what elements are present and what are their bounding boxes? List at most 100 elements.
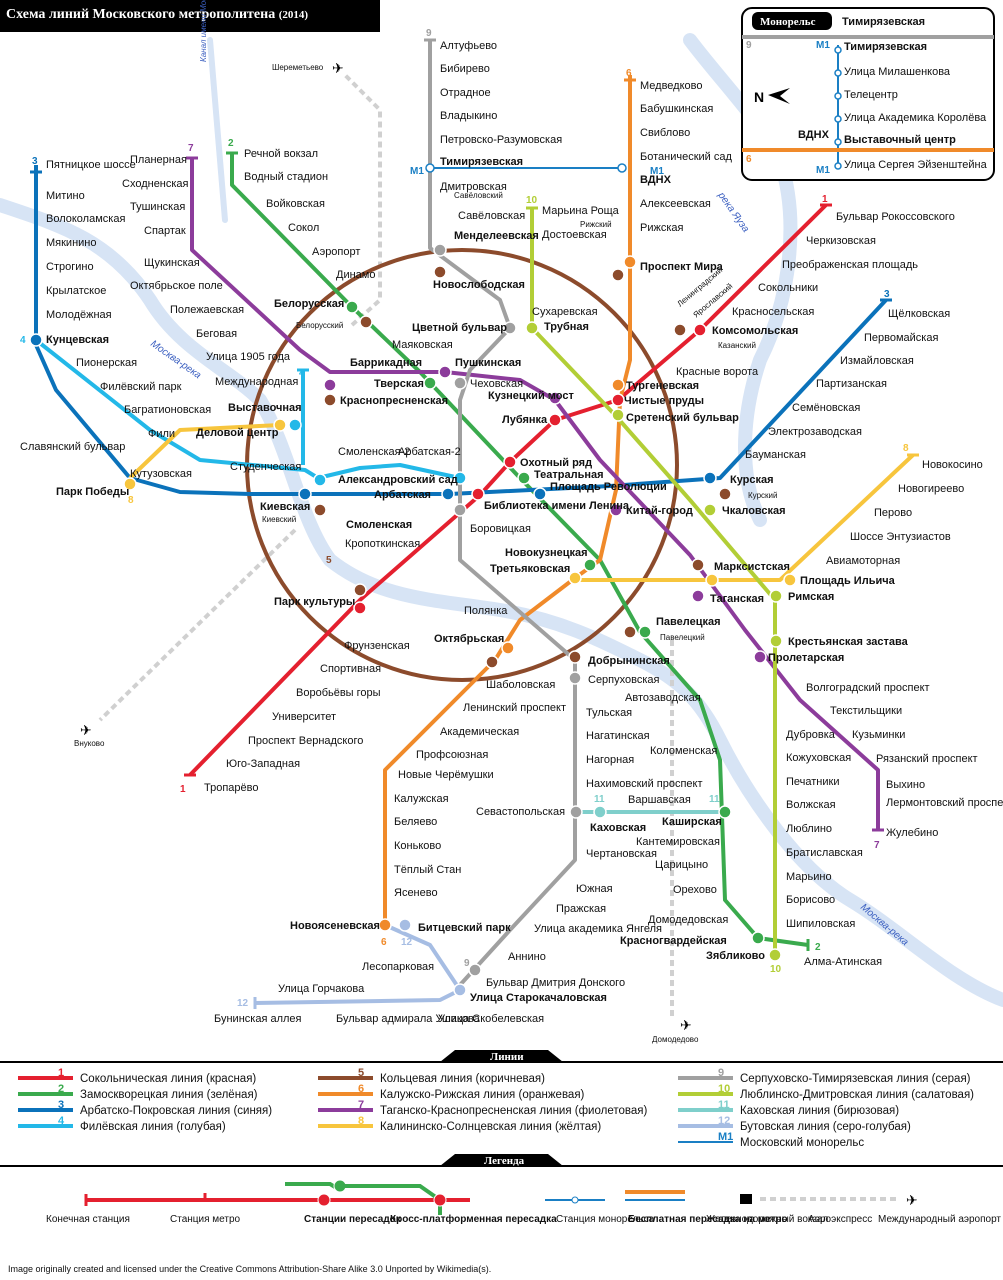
line-3-num-e: 3 xyxy=(884,289,890,300)
node-oktyabrskaya xyxy=(501,641,515,655)
station-label: Перово xyxy=(874,507,912,519)
station-label: Автозаводская xyxy=(625,692,701,704)
node-kievskaya-5 xyxy=(313,503,327,517)
station-label: Водный стадион xyxy=(244,171,328,183)
airport-label: Домодедово xyxy=(652,1035,699,1044)
legend-cross-text: Кросс-платформенная пересадка xyxy=(390,1213,557,1225)
station-label: Черкизовская xyxy=(806,235,876,247)
station-label: Люблино xyxy=(786,823,832,835)
legend-line-num: 11 xyxy=(718,1099,730,1111)
line-11-num-w: 11 xyxy=(594,794,605,805)
station-label: Чеховская xyxy=(470,378,523,390)
airplane-icon: ✈ xyxy=(906,1192,918,1208)
line-5-num: 5 xyxy=(326,555,332,566)
line-1-num-s: 1 xyxy=(180,784,186,795)
station-label: Фрунзенская xyxy=(344,640,410,652)
line-6-num-s: 6 xyxy=(381,937,387,948)
map-title-text: Схема линий Московского метрополитена xyxy=(6,7,276,22)
station-label: Бульвар адмирала Ушакова xyxy=(336,1013,481,1025)
monorail-dot xyxy=(834,138,842,146)
monorail-dot xyxy=(834,92,842,100)
station-label: Лубянка xyxy=(502,414,548,426)
title-bar: Схема линий Московского метрополитена (2… xyxy=(0,0,380,32)
station-label: Сокольники xyxy=(758,282,818,294)
station-label: Новоясеневская xyxy=(290,920,380,932)
node-oktyabrskaya-ring xyxy=(485,655,499,669)
station-label: Севастопольская xyxy=(476,806,565,818)
station-label: Нагорная xyxy=(586,754,634,766)
monorail-m1-num-bottom: M1 xyxy=(816,165,830,176)
station-label: Студенческая xyxy=(230,461,301,473)
station-label: Царицыно xyxy=(655,859,708,871)
station-label: Коломенская xyxy=(650,745,717,757)
legend-transfer-text: Станции пересадок xyxy=(304,1214,402,1225)
legend-transfer-node-red xyxy=(317,1193,331,1207)
node-ploshchad-revolyutsii xyxy=(533,487,547,501)
station-label: Зябликово xyxy=(706,950,765,962)
station-label: Парк культуры xyxy=(274,596,355,608)
node-kurskaya-ring xyxy=(718,487,732,501)
node-arbatskaya xyxy=(441,487,455,501)
station-label: Кузьминки xyxy=(852,729,905,741)
line-9 xyxy=(428,40,577,987)
station-label: Юго-Западная xyxy=(226,758,300,770)
line-4-num-n: 4 xyxy=(299,368,305,379)
monorail-dot xyxy=(834,46,842,54)
node-marksistskaya xyxy=(705,573,719,587)
line-10-num-n: 10 xyxy=(526,195,538,206)
symbols-legend: Легенда Конечная станция Станция метро С… xyxy=(0,1154,1003,1225)
node-kievskaya-4 xyxy=(313,473,327,487)
station-label: Первомайская xyxy=(864,332,938,344)
station-label: Шаболовская xyxy=(486,679,555,691)
station-label: Фили xyxy=(148,428,175,440)
station-label: Охотный ряд xyxy=(520,457,592,469)
monorail-station: Улица Сергея Эйзенштейна xyxy=(844,159,988,171)
node-sevastopolskaya xyxy=(569,805,583,819)
station-label: Университет xyxy=(272,711,336,723)
station-label: Ботанический сад xyxy=(640,151,732,163)
node-novoslobodskaya xyxy=(433,265,447,279)
node-pushkinskaya xyxy=(438,365,452,379)
legend-line-num: 1 xyxy=(58,1067,64,1079)
m1-num-w: M1 xyxy=(410,166,424,177)
station-label: Пионерская xyxy=(76,357,137,369)
node-barrikadnaya xyxy=(323,378,337,392)
station-label: Пушкинская xyxy=(455,357,521,369)
monorail-dot xyxy=(834,162,842,170)
station-label: Чертановская xyxy=(586,848,657,860)
station-label: Курская xyxy=(730,474,774,486)
symbols-legend-header: Легенда xyxy=(484,1155,525,1167)
station-label: Славянский бульвар xyxy=(20,441,125,453)
legend-line-num: 12 xyxy=(718,1115,730,1127)
yauza-river-label: река Яуза xyxy=(715,190,751,235)
station-label: Бибирево xyxy=(440,63,490,75)
monorail-station: Улица Академика Королёва xyxy=(844,112,987,124)
station-label: Алексеевская xyxy=(640,198,711,210)
station-label: Сокол xyxy=(288,222,319,234)
lines-legend-tab xyxy=(440,1050,563,1062)
station-label: Новые Черёмушки xyxy=(398,769,494,781)
lines-legend: Линии xyxy=(0,1050,1003,1063)
line-10-num-s: 10 xyxy=(770,964,782,975)
station-label: Профсоюзная xyxy=(416,749,488,761)
station-label: Волоколамская xyxy=(46,213,125,225)
station-label: Спартак xyxy=(144,225,186,237)
station-label: Кутузовская xyxy=(130,468,192,480)
symbols-legend-tab xyxy=(440,1154,563,1166)
legend-line-num: M1 xyxy=(718,1131,733,1143)
station-label: Электрозаводская xyxy=(768,426,862,438)
station-label: Бульвар Рокоссовского xyxy=(836,211,955,223)
station-label: Дубровка xyxy=(786,729,836,741)
airports: ✈ Шереметьево ✈ Внуково ✈ Домодедово xyxy=(74,60,699,1044)
station-label: Кузнецкий мост xyxy=(488,390,574,402)
station-label: Медведково xyxy=(640,80,703,92)
station-label: Алтуфьево xyxy=(440,40,497,52)
map-year: (2014) xyxy=(278,9,309,21)
station-label: Братиславская xyxy=(786,847,863,859)
line-9-num-s: 9 xyxy=(464,958,470,969)
station-label: Выхино xyxy=(886,779,925,791)
node-kuntsevskaya xyxy=(29,333,43,347)
station-label: Петровско-Разумовская xyxy=(440,134,562,146)
monorail-vdnh: ВДНХ xyxy=(798,129,830,141)
canal xyxy=(207,37,228,223)
